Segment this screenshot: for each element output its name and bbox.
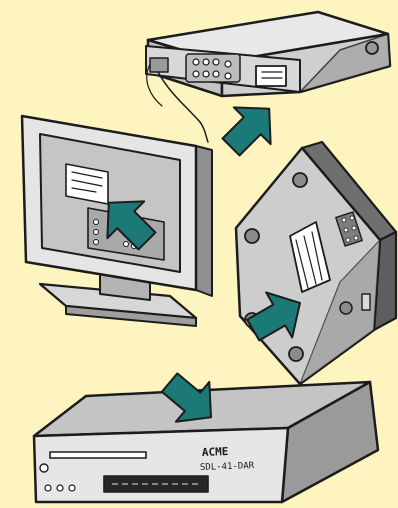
device-label-model: SDL-41-DAR <box>200 461 255 473</box>
device-label-brand: ACME <box>202 445 229 459</box>
